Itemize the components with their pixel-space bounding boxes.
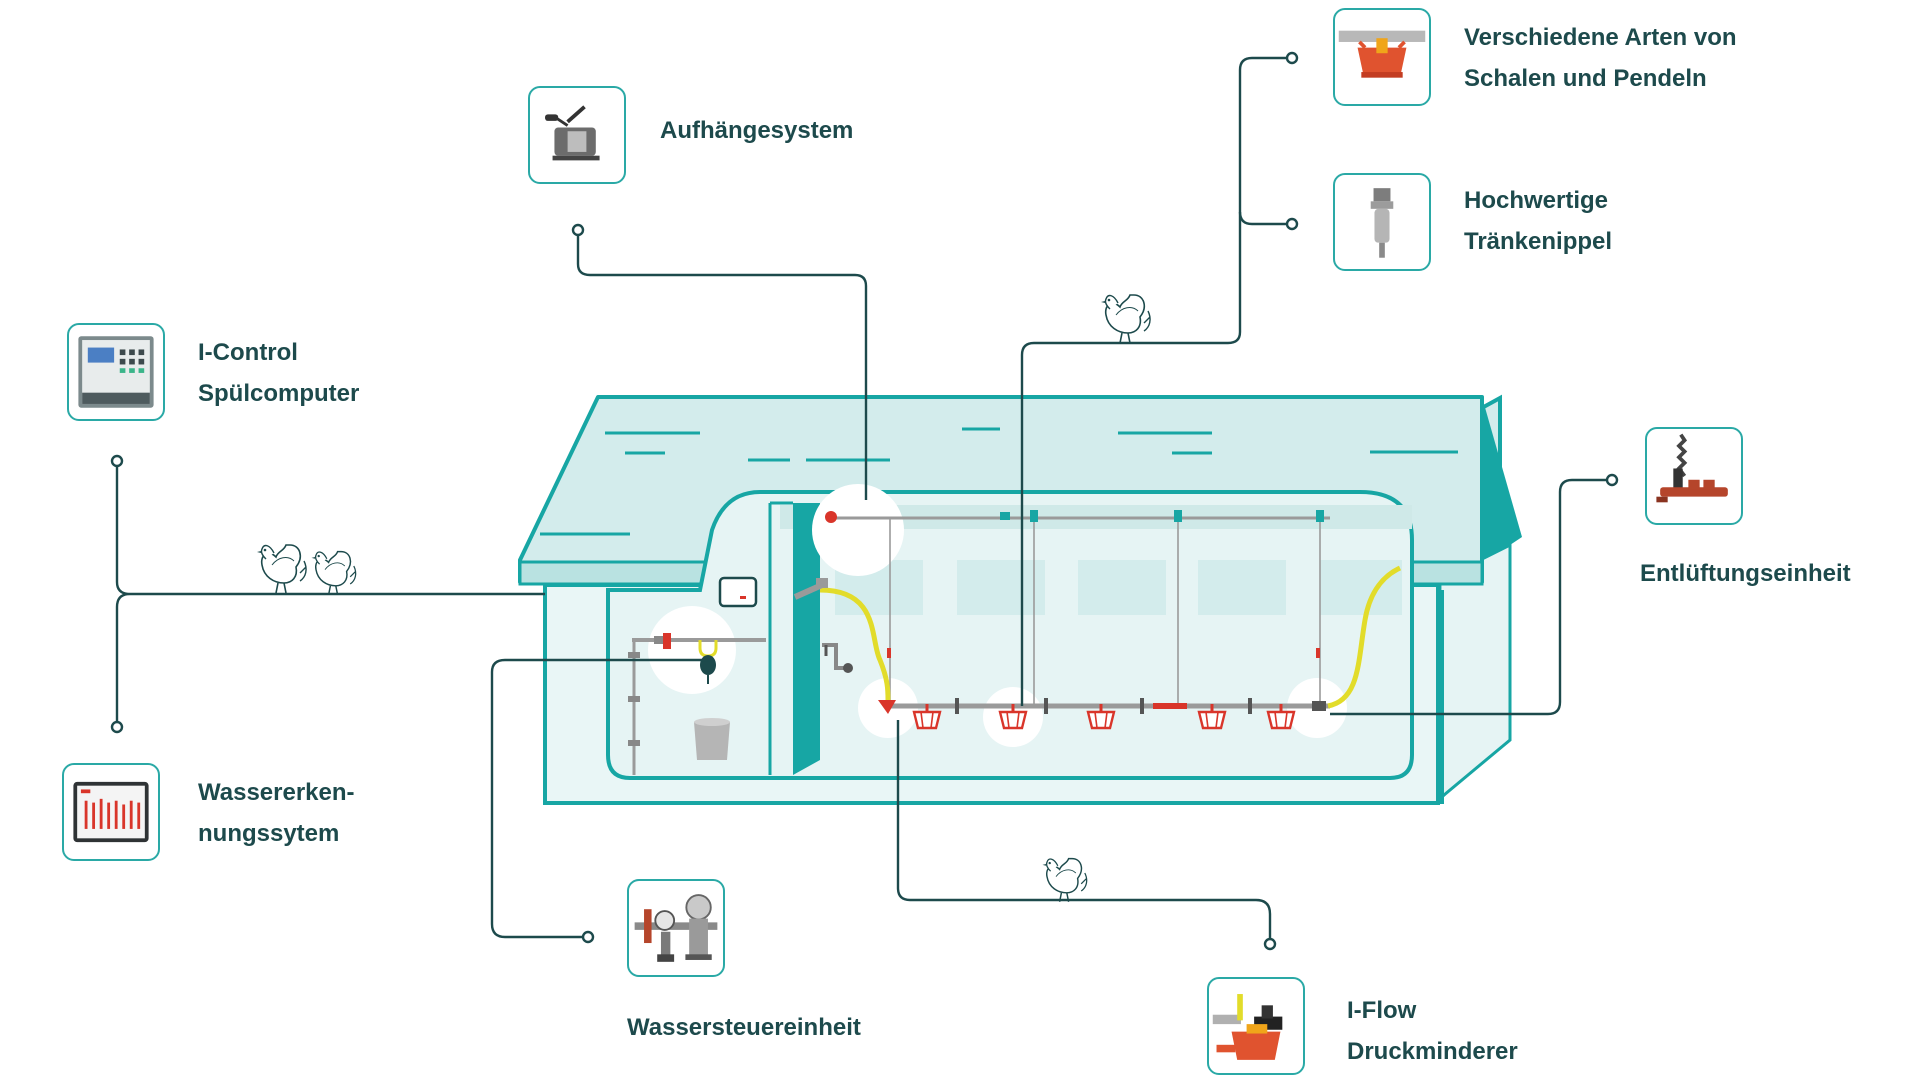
label-line: Wassererken- <box>198 779 355 806</box>
turkey-icon <box>1041 857 1088 903</box>
connector-nipple-line <box>1020 212 1242 706</box>
label-line: I-Control <box>198 339 298 366</box>
label-wassererkennung: Wassererken- nungssytem <box>198 772 355 854</box>
control-computer-icon <box>67 323 165 421</box>
label-line: Aufhängesystem <box>660 117 854 144</box>
connector-suspension <box>576 229 868 500</box>
turkey-icon <box>256 544 307 594</box>
water-meter-icon <box>627 879 725 977</box>
label-i-flow: I-Flow Druckminderer <box>1347 990 1518 1072</box>
connector-venting <box>1330 478 1609 716</box>
label-i-control: I-Control Spülcomputer <box>198 332 359 414</box>
label-line: Schalen und Pendeln <box>1464 65 1707 92</box>
label-line: Spülcomputer <box>198 380 360 407</box>
label-traenkenippel: Hochwertige Tränkenippel <box>1464 180 1612 262</box>
detection-screen-icon <box>62 763 160 861</box>
vent-unit-icon <box>1645 427 1743 525</box>
label-line: I-Flow <box>1347 997 1417 1024</box>
nipple-icon <box>1333 173 1431 271</box>
drinking-line-installation <box>628 484 1402 775</box>
turkey-icon <box>1100 294 1151 344</box>
label-line: Entlüftungseinheit <box>1640 560 1851 587</box>
label-line: Wassersteuereinheit <box>627 1014 861 1041</box>
label-entlueftungseinheit: Entlüftungseinheit <box>1640 553 1851 594</box>
label-line: nungssytem <box>198 820 340 847</box>
connector-cups-nipples <box>1238 56 1289 226</box>
drinker-cup-icon <box>1333 8 1431 106</box>
pressure-regulator-icon <box>1207 977 1305 1075</box>
label-line: Verschiedene Arten von <box>1464 24 1737 51</box>
label-aufhaengesystem: Aufhängesystem <box>660 110 853 151</box>
turkey-icon <box>310 550 357 596</box>
connector-iflow <box>896 720 1272 942</box>
label-line: Druckminderer <box>1347 1038 1518 1065</box>
connector-endpoints <box>110 51 1619 951</box>
winch-icon <box>528 86 626 184</box>
connector-water-control <box>490 658 710 939</box>
label-line: Tränkenippel <box>1464 228 1613 255</box>
label-line: Hochwertige <box>1464 187 1609 214</box>
label-wassersteuereinheit: Wassersteuereinheit <box>627 1007 861 1048</box>
connector-icontrol-detection <box>115 461 545 726</box>
label-schalen-pendeln: Verschiedene Arten von Schalen und Pende… <box>1464 17 1737 99</box>
connector-lines <box>115 56 1609 942</box>
